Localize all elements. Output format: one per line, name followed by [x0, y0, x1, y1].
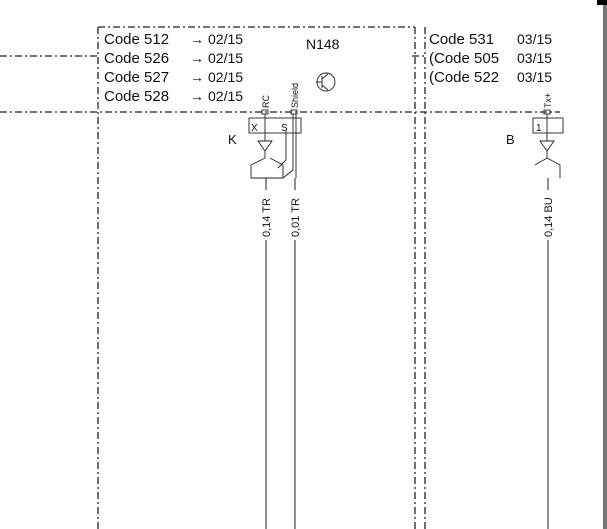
- connector-housing: [248, 117, 302, 134]
- code-entry: Code 528: [104, 88, 169, 105]
- code-entry: (Code 505: [429, 50, 499, 67]
- pin-label-1: 1: [536, 123, 542, 134]
- code-entry: Code 526: [104, 50, 169, 67]
- arrow-icon: →: [190, 88, 204, 104]
- boundary-lines: [0, 26, 560, 529]
- code-entry: Code 512: [104, 31, 169, 48]
- code-date: 03/15: [517, 31, 552, 47]
- pin-marker: [290, 109, 298, 115]
- pin-signal-shield: Shield: [290, 83, 300, 108]
- component-name: N148: [306, 36, 340, 52]
- connector-housing: [532, 117, 564, 134]
- connector-label-b: B: [506, 132, 515, 147]
- window-corner-marker: [597, 0, 607, 5]
- code-date: 02/15: [208, 69, 243, 85]
- connector-arrow-icon: [257, 140, 273, 152]
- code-entry: (Code 522: [429, 69, 499, 86]
- code-date: 03/15: [517, 50, 552, 66]
- pin-signal-rc: RC: [261, 95, 271, 108]
- wire-group-k: 0,14 TR 0,01 TR: [261, 178, 302, 529]
- pin-label-s: S: [281, 123, 288, 134]
- connector-k: RC Shield X S K: [228, 83, 302, 179]
- code-list-right: Code 531 03/15 (Code 505 03/15 (Code 522…: [429, 31, 552, 86]
- pin-label-x: X: [251, 123, 258, 134]
- arrow-icon: →: [190, 69, 204, 85]
- transistor-icon: [316, 72, 336, 92]
- wire-label: 0,14 TR: [261, 198, 273, 237]
- code-date: 03/15: [517, 69, 552, 85]
- connector-b: Tx+ 1 B: [506, 93, 564, 178]
- window-right-edge: [603, 0, 607, 529]
- code-date: 02/15: [208, 31, 243, 47]
- arrow-icon: →: [190, 50, 204, 66]
- wire-label: 0,01 TR: [290, 198, 302, 237]
- code-date: 02/15: [208, 88, 243, 104]
- connector-label-k: K: [228, 132, 237, 147]
- pin-signal-tx: Tx+: [543, 93, 553, 108]
- code-list-left: Code 512 → 02/15 Code 526 → 02/15 Code 5…: [104, 31, 243, 105]
- connector-arrow-icon: [539, 140, 555, 152]
- code-entry: Code 531: [429, 31, 494, 48]
- code-entry: Code 527: [104, 69, 169, 86]
- wire-label: 0,14 BU: [543, 197, 555, 237]
- arrow-icon: →: [190, 31, 204, 47]
- wire-group-b: 0,14 BU: [543, 178, 555, 529]
- code-date: 02/15: [208, 50, 243, 66]
